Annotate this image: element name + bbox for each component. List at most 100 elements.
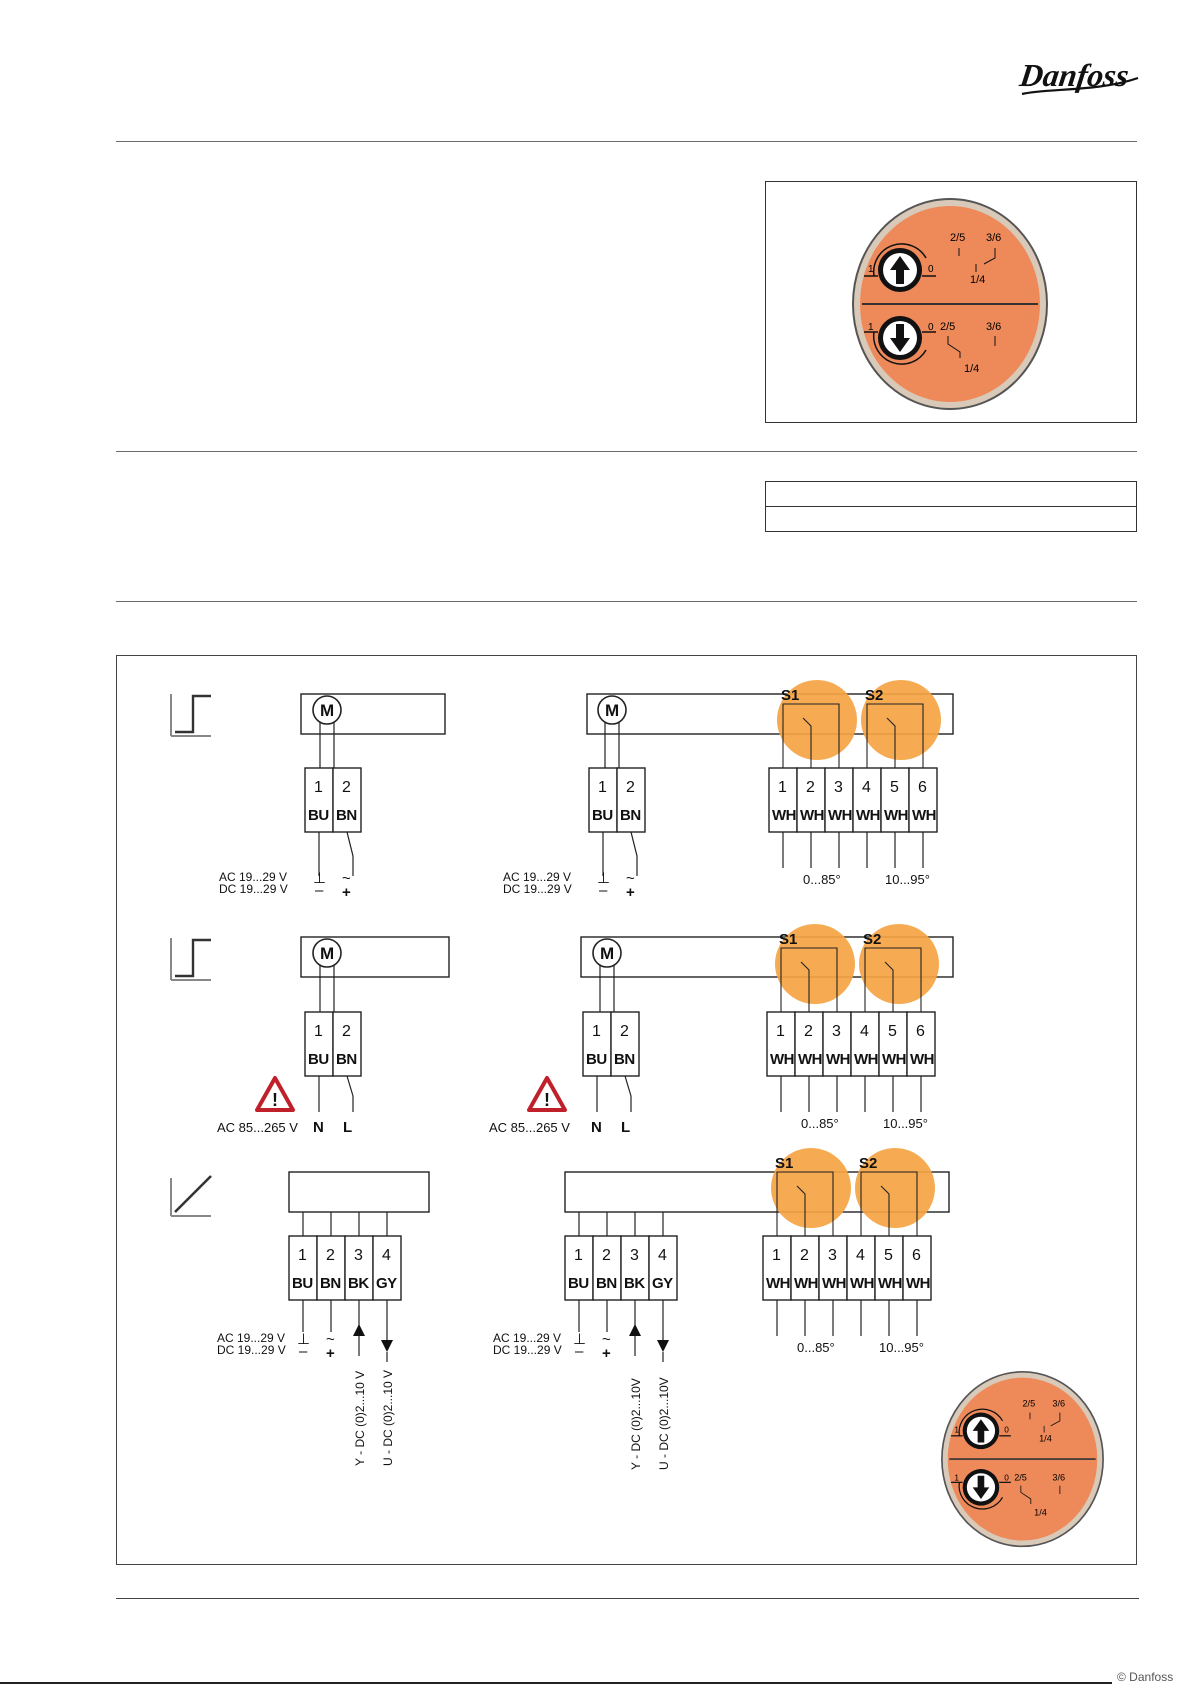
footer-edge-text: © Danfoss xyxy=(1117,1670,1174,1684)
motor-label: M xyxy=(320,701,334,720)
signal-u-label: U - DC (0)2...10V xyxy=(657,1377,671,1470)
supply-label-ac: AC 19...29 V xyxy=(219,870,287,884)
ac-symbol: ~ xyxy=(342,870,351,887)
switch-contact xyxy=(866,703,924,768)
switch-highlight-s2 xyxy=(861,680,941,760)
supply-terminal-wire-color: BN xyxy=(320,1275,341,1292)
ac-symbol: ~ xyxy=(602,1331,611,1348)
supply-terminal-number: 4 xyxy=(658,1247,667,1264)
danfoss-logo: Danfoss xyxy=(1018,57,1139,96)
svg-text:1/4: 1/4 xyxy=(1039,1434,1052,1444)
switch-terminal-number: 3 xyxy=(834,779,843,796)
svg-text:1: 1 xyxy=(868,322,874,333)
ground-symbol: ⊥ xyxy=(573,1331,586,1348)
supply-terminal-number: 1 xyxy=(298,1247,307,1264)
wire xyxy=(346,831,354,857)
signal-u-label: U - DC (0)2...10 V xyxy=(381,1370,395,1466)
minus-symbol: – xyxy=(575,1343,584,1360)
minus-symbol: – xyxy=(299,1343,308,1360)
wire xyxy=(624,1075,632,1097)
axis-icon xyxy=(170,938,211,981)
actuator-housing xyxy=(288,1171,430,1213)
motor-label: M xyxy=(320,944,334,963)
switch-terminal-number: 1 xyxy=(776,1023,785,1040)
svg-text:3/6: 3/6 xyxy=(986,232,1001,244)
supply-terminal-cell xyxy=(610,1011,640,1077)
actuator-housing xyxy=(300,693,446,735)
switch-terminal-number: 5 xyxy=(890,779,899,796)
switch-terminal-cell xyxy=(908,767,938,833)
supply-terminal-wire-color: BU xyxy=(592,807,613,824)
supply-label-high: AC 85...265 V xyxy=(489,1120,570,1135)
switch-terminal-wire-color: WH xyxy=(770,1051,794,1068)
supply-terminal-cell xyxy=(648,1235,678,1301)
supply-terminal-wire-color: BU xyxy=(308,807,329,824)
svg-text:0: 0 xyxy=(1004,1473,1009,1483)
switch-label-s2: S2 xyxy=(865,687,883,704)
supply-terminal-cell xyxy=(288,1235,318,1301)
supply-label-ac: AC 19...29 V xyxy=(217,1331,285,1345)
axis-icon xyxy=(170,694,211,737)
switch-terminal-wire-color: WH xyxy=(800,807,824,824)
switch-contact xyxy=(796,1185,806,1236)
neutral-label: N xyxy=(313,1119,324,1136)
supply-terminal-number: 1 xyxy=(598,779,607,796)
plus-symbol: + xyxy=(626,884,635,901)
switch-terminal-wire-color: WH xyxy=(878,1275,902,1292)
switch-terminal-number: 4 xyxy=(856,1247,865,1264)
switch-terminal-number: 6 xyxy=(916,1023,925,1040)
table-row xyxy=(766,506,1136,507)
switch-terminal-number: 5 xyxy=(888,1023,897,1040)
switch-terminal-number: 5 xyxy=(884,1247,893,1264)
manual-override-dial-small: 1 0 2/5 3/6 1/4 1 0 2/5 3/6 1/4 xyxy=(941,1371,1104,1548)
supply-terminal-number: 3 xyxy=(354,1247,363,1264)
warning-glyph: ! xyxy=(272,1090,278,1110)
switch-terminal-number: 6 xyxy=(912,1247,921,1264)
supply-label-ac: AC 19...29 V xyxy=(493,1331,561,1345)
switch-terminal-number: 1 xyxy=(778,779,787,796)
warning-icon xyxy=(255,1076,295,1112)
motor-symbol xyxy=(592,938,622,968)
switch-terminal-cell xyxy=(874,1235,904,1301)
switch-terminal-wire-color: WH xyxy=(850,1275,874,1292)
switch-terminal-wire-color: WH xyxy=(826,1051,850,1068)
switch-terminal-wire-color: WH xyxy=(794,1275,818,1292)
switch-terminal-number: 6 xyxy=(918,779,927,796)
supply-terminal-cell xyxy=(332,767,362,833)
switch-terminal-wire-color: WH xyxy=(910,1051,934,1068)
switch-label-s1: S1 xyxy=(781,687,799,704)
supply-terminal-wire-color: BN xyxy=(614,1051,635,1068)
footer-divider xyxy=(116,1598,1139,1599)
svg-text:0: 0 xyxy=(928,264,934,275)
supply-terminal-wire-color: BN xyxy=(336,807,357,824)
signal-y-label: Y - DC (0)2...10V xyxy=(629,1378,643,1470)
supply-terminal-number: 1 xyxy=(574,1247,583,1264)
switch-highlight-s1 xyxy=(777,680,857,760)
supply-label-dc: DC 19...29 V xyxy=(217,1343,286,1357)
spec-table xyxy=(765,481,1137,532)
supply-terminal-wire-color: BU xyxy=(586,1051,607,1068)
motor-symbol xyxy=(312,695,342,725)
supply-terminal-wire-color: BN xyxy=(620,807,641,824)
switch-terminal-number: 2 xyxy=(804,1023,813,1040)
switch-terminal-cell xyxy=(878,1011,908,1077)
supply-terminal-wire-color: BU xyxy=(568,1275,589,1292)
switch-contact xyxy=(860,1171,918,1236)
actuator-housing xyxy=(580,936,954,978)
supply-label-dc: DC 19...29 V xyxy=(219,882,288,896)
supply-terminal-number: 1 xyxy=(592,1023,601,1040)
modulating-icon xyxy=(174,1175,212,1213)
motor-symbol xyxy=(312,938,342,968)
switch-highlight-s1 xyxy=(775,924,855,1004)
switch-contact xyxy=(776,1171,834,1236)
switch-terminal-wire-color: WH xyxy=(856,807,880,824)
supply-terminal-number: 2 xyxy=(342,779,351,796)
minus-symbol: – xyxy=(315,882,324,899)
svg-text:2/5: 2/5 xyxy=(1014,1473,1027,1483)
switch-terminal-wire-color: WH xyxy=(766,1275,790,1292)
svg-text:1/4: 1/4 xyxy=(1034,1508,1047,1518)
switch-terminal-number: 3 xyxy=(828,1247,837,1264)
line-label: L xyxy=(343,1119,352,1136)
switch-terminal-cell xyxy=(902,1235,932,1301)
wire xyxy=(346,1075,354,1097)
